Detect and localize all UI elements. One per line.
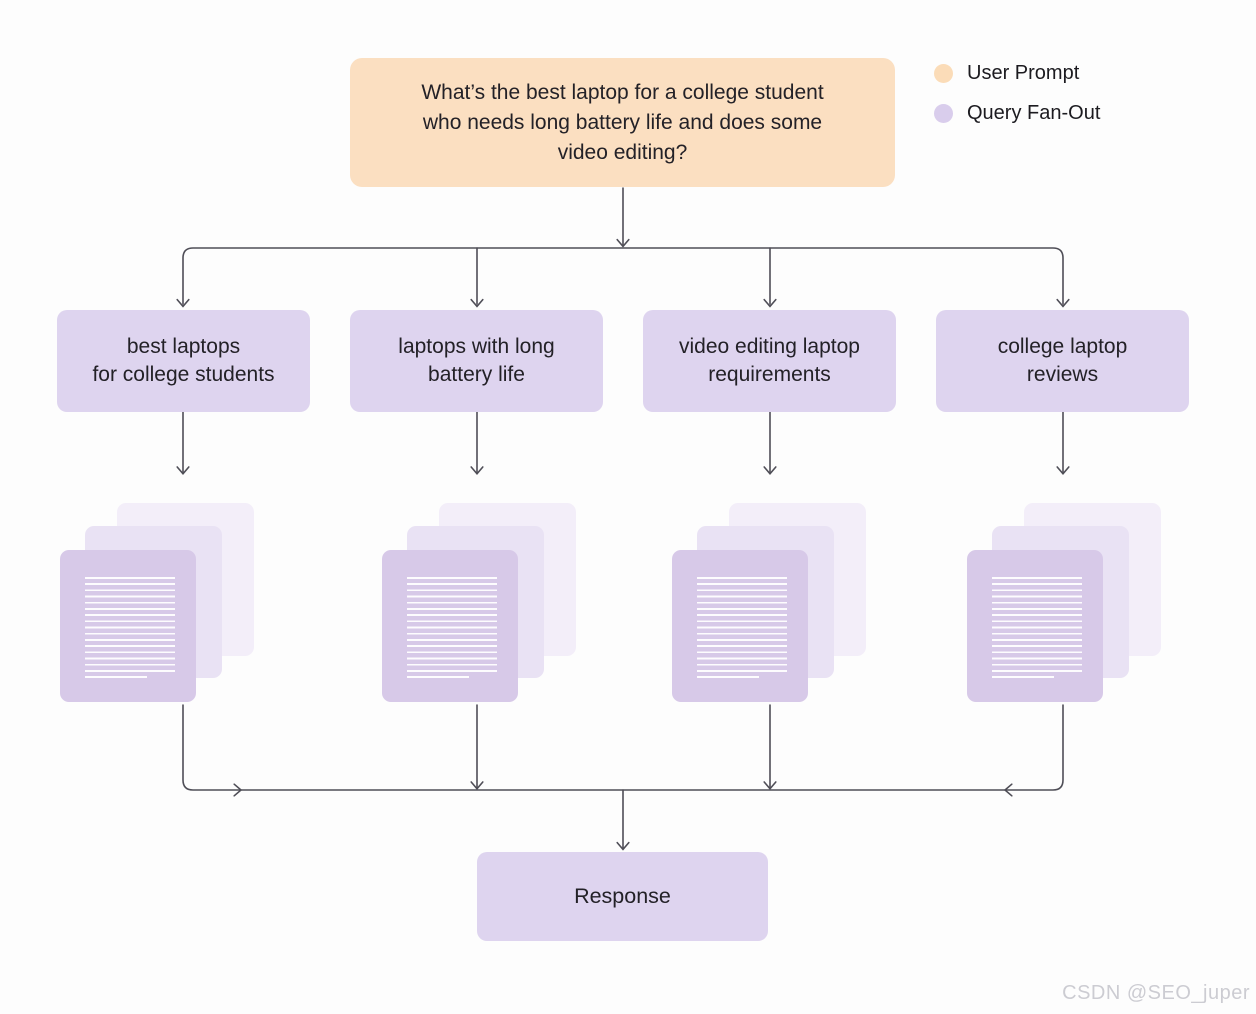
query-text: for college students — [92, 363, 275, 386]
query-text: requirements — [708, 363, 831, 386]
legend: User Prompt Query Fan-Out — [934, 62, 1100, 125]
arrowhead-down-icon — [616, 841, 630, 851]
query-text: battery life — [428, 363, 525, 386]
user-prompt-text: What’s the best laptop for a college stu… — [421, 80, 824, 104]
arrowhead-down-icon — [470, 781, 484, 791]
legend-label: User Prompt — [967, 62, 1080, 84]
arrowhead-down-icon — [763, 298, 777, 308]
query-text: reviews — [1026, 363, 1099, 386]
document-text-lines — [697, 577, 787, 673]
user-prompt-text: who needs long battery life and does som… — [422, 110, 823, 134]
query-box-best-laptops: best laptops for college students — [57, 310, 310, 412]
legend-item-user-prompt: User Prompt — [934, 62, 1100, 85]
document-text-lines — [407, 676, 469, 678]
query-text: best laptops — [126, 335, 241, 358]
arrowhead-down-icon — [1056, 298, 1070, 308]
legend-item-query-fan-out: Query Fan-Out — [934, 102, 1100, 125]
response-label: Response — [574, 884, 671, 908]
query-text: laptops with long — [398, 335, 555, 358]
connector-fanout-bracket — [182, 247, 1064, 305]
arrowhead-down-icon — [763, 781, 777, 791]
query-box-video-editing: video editing laptop requirements — [643, 310, 896, 412]
query-text: college laptop — [997, 335, 1128, 358]
document-stack — [967, 503, 1161, 703]
document-text-lines — [85, 577, 175, 673]
document-page-icon — [672, 550, 808, 702]
user-prompt-color-dot-icon — [934, 64, 953, 83]
user-prompt-box: What’s the best laptop for a college stu… — [350, 58, 895, 187]
arrowhead-right-icon — [233, 783, 243, 797]
document-stack — [60, 503, 254, 703]
arrowhead-down-icon — [1056, 466, 1070, 476]
query-text: video editing laptop — [679, 335, 860, 358]
query-box-battery-life: laptops with long battery life — [350, 310, 603, 412]
legend-label: Query Fan-Out — [967, 102, 1101, 124]
arrowhead-down-icon — [763, 466, 777, 476]
arrowhead-down-icon — [176, 298, 190, 308]
document-text-lines — [697, 676, 759, 678]
document-page-icon — [60, 550, 196, 702]
document-text-lines — [992, 676, 1054, 678]
watermark: CSDN @SEO_juper — [1062, 982, 1250, 1004]
arrowhead-down-icon — [176, 466, 190, 476]
document-page-icon — [382, 550, 518, 702]
arrowhead-down-icon — [470, 466, 484, 476]
document-text-lines — [85, 676, 147, 678]
user-prompt-text: video editing? — [557, 140, 688, 164]
connector-merge-bracket — [182, 704, 1064, 791]
query-box-college-reviews: college laptop reviews — [936, 310, 1189, 412]
response-box: Response — [477, 852, 768, 941]
document-text-lines — [992, 577, 1082, 673]
arrowhead-down-icon — [470, 298, 484, 308]
arrowhead-down-icon — [616, 238, 630, 248]
document-page-icon — [967, 550, 1103, 702]
document-stack — [672, 503, 866, 703]
arrowhead-left-icon — [1003, 783, 1013, 797]
document-stack — [382, 503, 576, 703]
document-text-lines — [407, 577, 497, 673]
query-fan-out-color-dot-icon — [934, 104, 953, 123]
